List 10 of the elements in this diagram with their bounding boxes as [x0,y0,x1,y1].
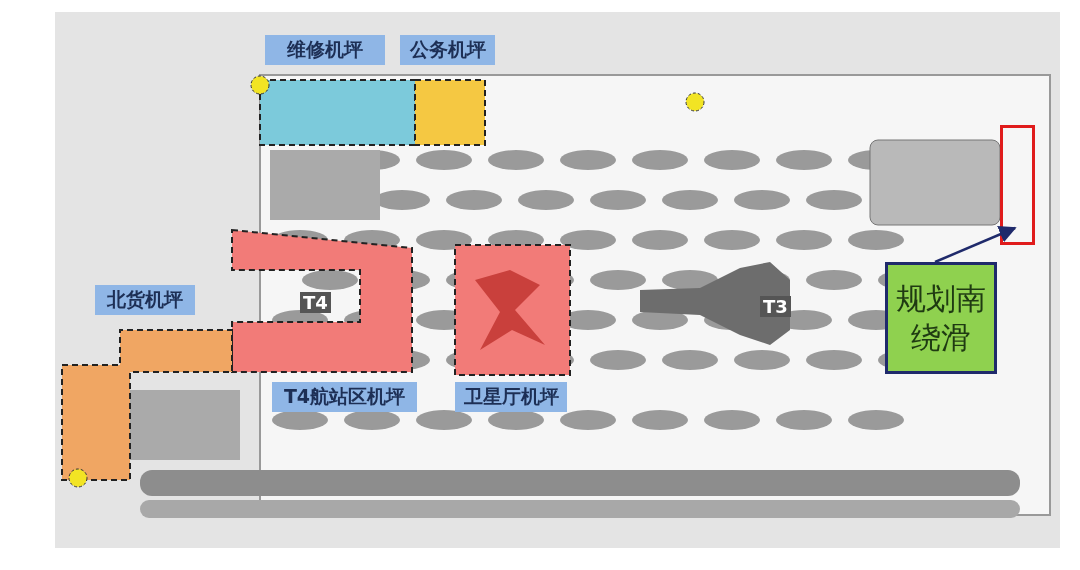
terminal-label: T3 [760,296,791,317]
callout-box: 规划南绕滑 [885,262,997,374]
highlight-frame [1000,125,1035,245]
zone-label: 卫星厅机坪 [455,382,567,412]
arrow [934,226,1017,264]
zone-label: 公务机坪 [400,35,495,65]
zone-label: 维修机坪 [265,35,385,65]
zone-label: T4航站区机坪 [272,382,417,412]
terminal-label: T4 [300,292,331,313]
zone-label: 北货机坪 [95,285,195,315]
